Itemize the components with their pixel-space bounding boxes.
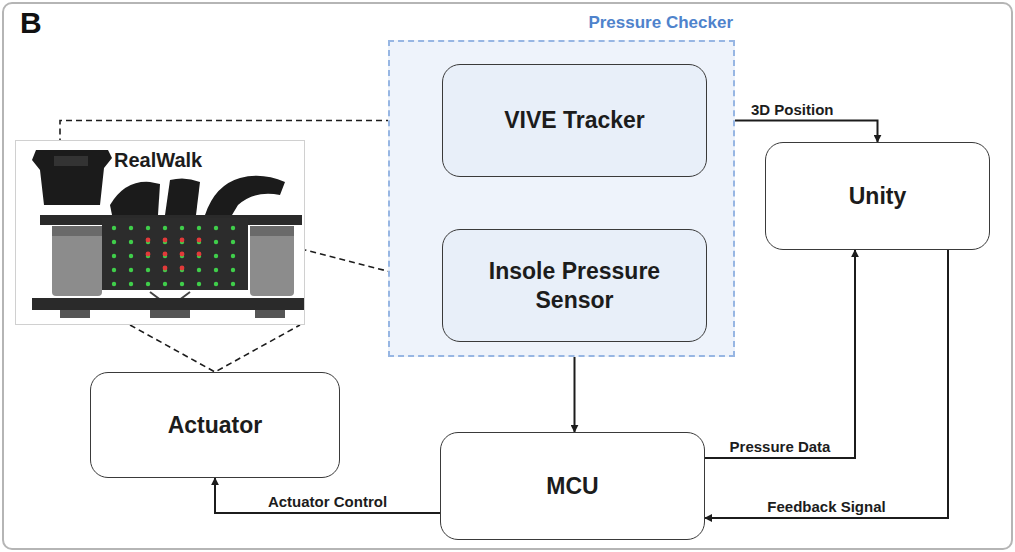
- process-box: Actuator: [90, 372, 340, 478]
- dashed-link: [60, 121, 442, 141]
- signal-label: Actuator Control: [265, 493, 390, 510]
- illustration-frame: RealWalk: [15, 140, 305, 325]
- signal-arrow: [215, 478, 440, 513]
- signal-arrow: [705, 250, 948, 518]
- process-box: Insole Pressure Sensor: [442, 229, 707, 342]
- group-heading: Pressure Checker: [588, 13, 733, 33]
- process-box: Unity: [765, 142, 990, 250]
- signal-label: 3D Position: [748, 101, 837, 118]
- box-label: VIVE Tracker: [504, 106, 645, 135]
- box-label: Actuator: [168, 411, 263, 440]
- signal-label: Feedback Signal: [764, 498, 888, 515]
- group-region: Pressure CheckerVIVE TrackerInsole Press…: [388, 40, 735, 357]
- box-label: RealWalk: [114, 149, 202, 172]
- signal-label: Pressure Data: [727, 438, 834, 455]
- process-box: VIVE Tracker: [442, 64, 707, 177]
- process-box: MCU: [440, 432, 705, 540]
- box-label: Insole Pressure Sensor: [457, 257, 692, 315]
- panel-letter: B: [20, 6, 42, 40]
- box-label: MCU: [546, 472, 598, 501]
- box-label: Unity: [849, 182, 907, 211]
- dashed-link: [130, 325, 300, 372]
